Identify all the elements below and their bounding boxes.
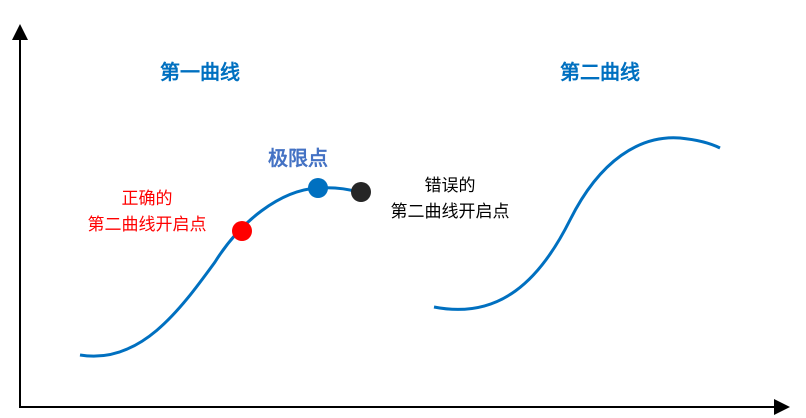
second-curve-label: 第二曲线 <box>560 60 640 84</box>
second-curve <box>433 136 721 311</box>
correct-start-line2: 第二曲线开启点 <box>87 215 207 235</box>
wrong-start-line1: 错误的 <box>424 176 476 196</box>
wrong-start-line2: 第二曲线开启点 <box>390 202 510 222</box>
wrong-start-label: 错误的 第二曲线开启点 <box>391 173 510 225</box>
limit-point <box>308 178 328 198</box>
wrong-start-point <box>351 182 371 202</box>
correct-start-point <box>232 221 252 241</box>
correct-start-label: 正确的 第二曲线开启点 <box>88 186 207 238</box>
limit-point-label: 极限点 <box>268 146 328 170</box>
first-curve-label: 第一曲线 <box>160 60 240 84</box>
correct-start-line1: 正确的 <box>121 189 173 209</box>
